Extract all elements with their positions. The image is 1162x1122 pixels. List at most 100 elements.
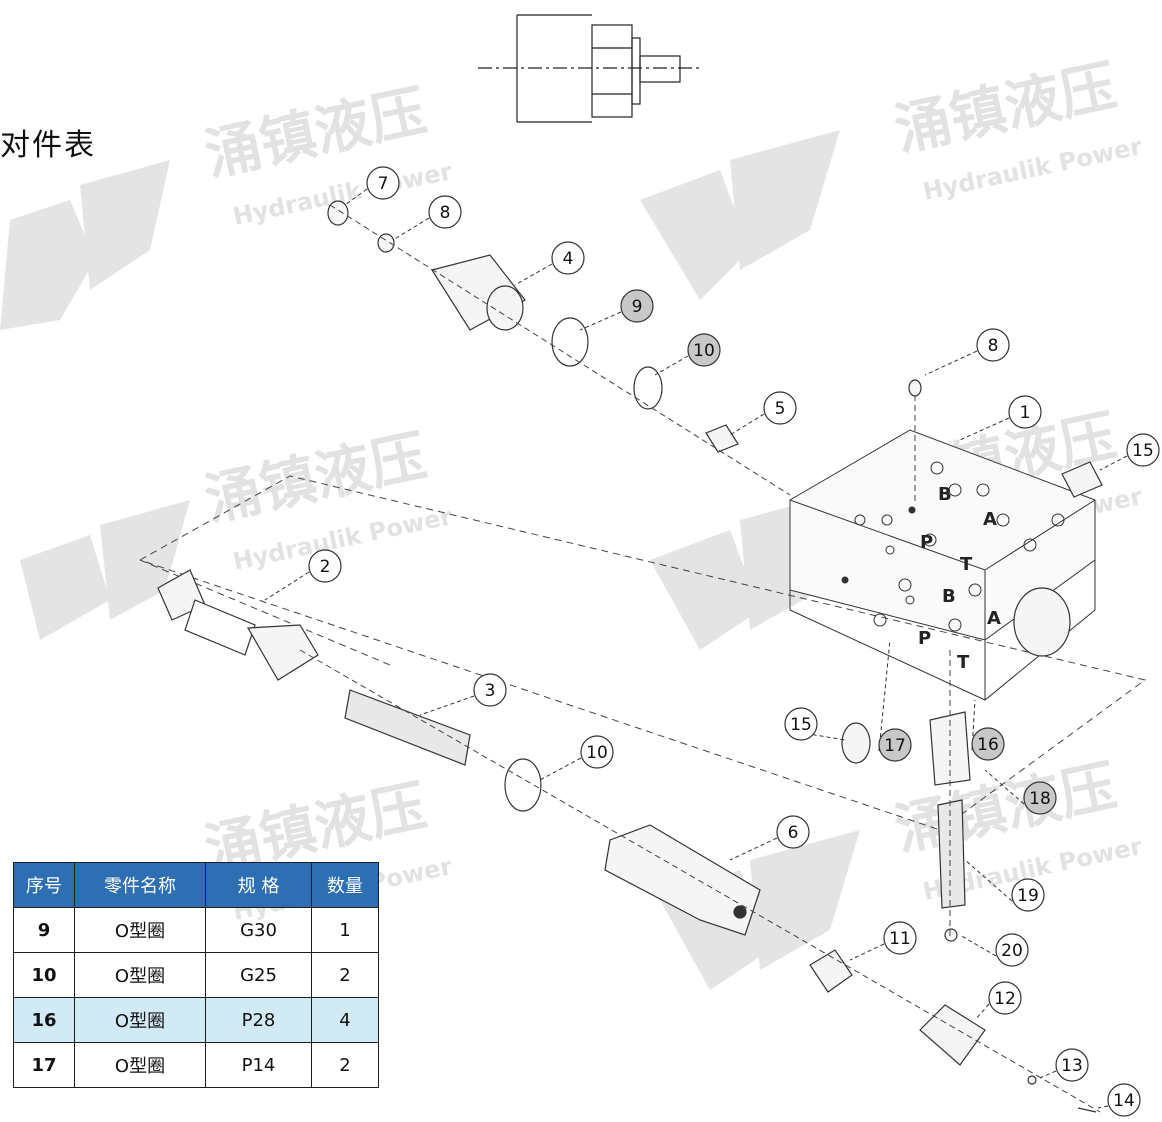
callout-number: 9 (632, 297, 643, 317)
callout-leader (984, 769, 1025, 805)
callout-bubble (428, 195, 462, 229)
manifold-block (789, 429, 1096, 701)
callout-number: 5 (775, 399, 786, 419)
callout-bubble (878, 728, 912, 762)
part-15-plug (1061, 461, 1103, 498)
port-label-a: A (983, 509, 997, 530)
port-label-b: B (942, 586, 956, 607)
col-header-qty: 数量 (311, 862, 379, 908)
part-6-sleeve (604, 824, 761, 936)
callout-number: 1 (1020, 403, 1031, 423)
part-20-ball (944, 928, 958, 942)
callout-bubble (1011, 878, 1045, 912)
port-label-p: P (920, 532, 933, 553)
callout-number: 2 (320, 557, 331, 577)
callout-number: 12 (994, 989, 1016, 1009)
callout-bubble (308, 549, 342, 583)
callout-bubble (883, 921, 917, 955)
callout-leader (964, 859, 1013, 902)
callout-number: 3 (485, 681, 496, 701)
callout-leader (344, 188, 368, 206)
callout-leader (1099, 455, 1128, 471)
table-row: 9 O型圈 G30 1 (13, 907, 379, 953)
col-header-spec: 规 格 (205, 862, 312, 908)
part-8b-plug (908, 379, 922, 397)
cell-qty: 4 (311, 997, 379, 1043)
side-cover (1013, 587, 1071, 657)
part-10-oring (633, 366, 663, 410)
cell-no: 10 (13, 952, 75, 998)
callout-number: 11 (889, 929, 911, 949)
cell-no: 16 (13, 997, 75, 1043)
callout-bubble (1055, 1048, 1089, 1082)
part-5-screw (705, 424, 739, 453)
part-9-oring (551, 317, 589, 367)
callout-bubble (995, 933, 1029, 967)
callout-leader (579, 311, 622, 331)
locknut-detail (478, 14, 700, 123)
col-header-name: 零件名称 (74, 862, 206, 908)
callout-bubble (366, 166, 400, 200)
cell-name: O型圈 (74, 997, 206, 1043)
part-12-cap (919, 1004, 986, 1066)
callout-bubble (551, 241, 585, 275)
callout-number: 14 (1113, 1091, 1135, 1111)
callout-number: 20 (1001, 941, 1023, 961)
part-3-spring (344, 689, 471, 766)
table-row: 17 O型圈 P14 2 (13, 1042, 379, 1088)
callout-bubble (473, 673, 507, 707)
cell-qty: 1 (311, 907, 379, 953)
callout-bubble (1107, 1083, 1141, 1117)
cell-name: O型圈 (74, 1042, 206, 1088)
callout-leader (539, 757, 582, 781)
table-row: 10 O型圈 G25 2 (13, 952, 379, 998)
callout-number: 15 (1132, 441, 1154, 461)
callout-leader (924, 350, 978, 376)
cell-spec: P28 (205, 997, 312, 1043)
assembly-axes (299, 204, 1101, 1113)
port-label-a: A (987, 608, 1001, 629)
callout-leader (729, 837, 778, 861)
cell-name: O型圈 (74, 952, 206, 998)
cell-qty: 2 (311, 1042, 379, 1088)
part-drawings (157, 200, 1103, 1113)
callout-bubble (784, 707, 818, 741)
callout-bubble (763, 391, 797, 425)
callout-bubble (971, 727, 1005, 761)
callout-leader (959, 417, 1010, 441)
table-header-row: 序号 零件名称 规 格 数量 (13, 862, 379, 908)
callout-number: 4 (563, 249, 574, 269)
callout-bubble (988, 981, 1022, 1015)
callout-leader (654, 355, 689, 376)
callout-bubble (976, 328, 1010, 362)
callout-leader (729, 413, 765, 436)
callout-leader (849, 943, 885, 961)
cell-spec: G25 (205, 952, 312, 998)
part-8-plug (377, 233, 395, 253)
callout-number: 8 (988, 336, 999, 356)
callout-leader (1097, 1105, 1109, 1109)
callout-bubble (620, 289, 654, 323)
part-7-plug (327, 200, 349, 226)
port-label-b: B (938, 484, 952, 505)
callout-number: 10 (693, 341, 715, 361)
callout-bubble (687, 333, 721, 367)
port-labels: B A P T B A P T (918, 484, 1001, 673)
callout-number: 16 (977, 735, 999, 755)
part-18-plug (929, 711, 971, 786)
part-15b-plug (841, 722, 871, 764)
callout-number: 18 (1029, 789, 1051, 809)
parts-table: 序号 零件名称 规 格 数量 9 O型圈 G30 1 10 O型圈 G25 2 … (13, 862, 379, 1088)
table-row-highlighted: 16 O型圈 P28 4 (13, 997, 379, 1043)
part-10b-oring (504, 758, 542, 812)
callout-leader (264, 571, 310, 601)
callout-number: 6 (788, 823, 799, 843)
callout-leader (974, 1003, 990, 1021)
callout-leader (514, 263, 553, 286)
callout-bubble (1126, 433, 1160, 467)
callout-leader (1039, 1070, 1057, 1079)
callout-bubble (776, 815, 810, 849)
callout-leader (392, 217, 430, 241)
